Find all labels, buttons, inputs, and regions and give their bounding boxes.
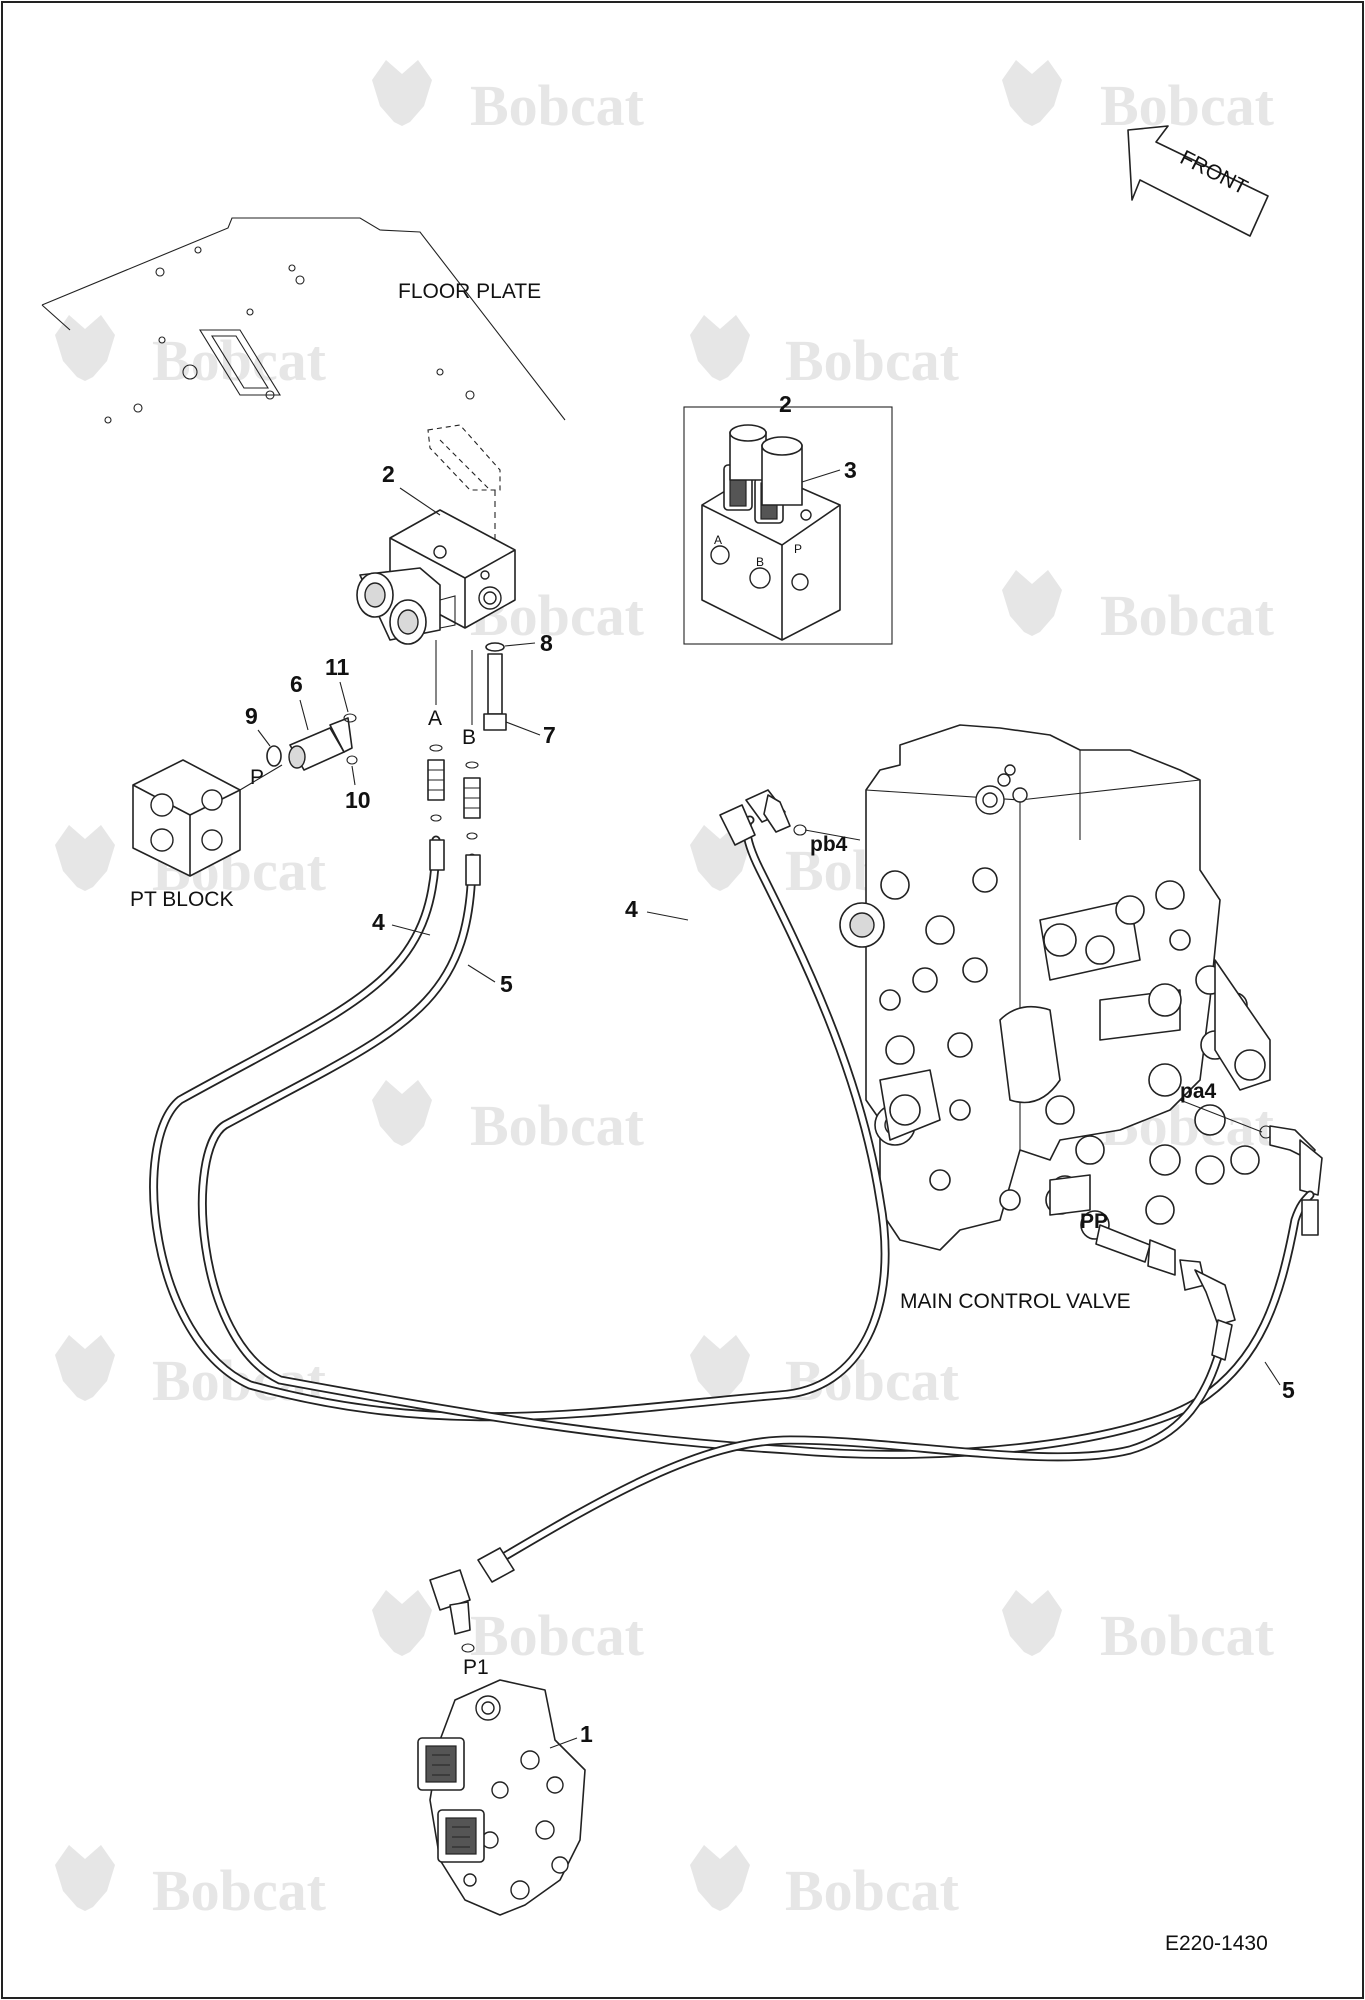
watermark-text: Bobcat	[1100, 583, 1275, 648]
drawing-number: E220-1430	[1165, 1932, 1268, 1955]
port-fittings	[427, 744, 481, 840]
pb4-elbow-fitting	[745, 789, 861, 841]
hose-1-p1	[485, 1325, 1230, 1570]
watermark-text: Bobcat	[785, 328, 960, 393]
solenoid-valve-block	[356, 509, 516, 645]
watermark-text: Bobcat	[1100, 73, 1275, 138]
pt-block: PT BLOCK	[130, 759, 241, 911]
callout-7: 7	[543, 722, 556, 748]
watermark-text: Bobcat	[152, 328, 327, 393]
pa4-elbow-fitting	[1179, 1099, 1323, 1196]
port-p-label: P	[250, 766, 264, 789]
callout-10: 10	[345, 787, 371, 813]
watermark-text: Bobcat	[785, 1348, 960, 1413]
callout-5-left: 5	[500, 971, 513, 997]
pilot-valve	[417, 1679, 586, 1916]
inset-port-a: A	[714, 533, 722, 547]
inset-valve-detail: A B P 2 3	[683, 391, 893, 645]
mounting-bracket	[427, 424, 501, 540]
watermark-text: Bobcat	[1100, 1603, 1275, 1668]
port-p1-label: P1	[463, 1656, 489, 1679]
inset-port-p: P	[794, 542, 802, 556]
port-pp-label: PP	[1080, 1210, 1108, 1233]
main-control-valve: MAIN CONTROL VALVE	[839, 724, 1271, 1313]
port-pa4-label: pa4	[1180, 1080, 1217, 1103]
port-pb4-label: pb4	[810, 833, 848, 856]
callout-6: 6	[290, 671, 303, 697]
watermark-logo-icon	[1002, 60, 1062, 126]
hose-end-fittings	[429, 804, 1319, 1583]
p1-elbow-fitting	[429, 1569, 475, 1653]
callout-11: 11	[325, 654, 350, 680]
watermark-logo-icon	[372, 60, 432, 126]
watermark-logo-icon	[1002, 1590, 1062, 1656]
watermark-logo-icon	[372, 1080, 432, 1146]
hose-4	[149, 815, 890, 1422]
watermark-logo-icon	[55, 1335, 115, 1401]
watermark-text: Bobcat	[470, 1093, 645, 1158]
callout-8: 8	[540, 630, 553, 656]
inset-port-b: B	[756, 555, 764, 569]
callout-5-right: 5	[1282, 1377, 1295, 1403]
hose-5	[197, 853, 1315, 1459]
callout-4-right: 4	[625, 896, 638, 922]
callout-2-inset: 2	[779, 391, 792, 417]
watermark-logo-icon	[1002, 570, 1062, 636]
callout-1: 1	[580, 1721, 593, 1747]
callout-3: 3	[844, 457, 857, 483]
watermark-logo-icon	[690, 1335, 750, 1401]
watermark-text: Bobcat	[470, 1603, 645, 1668]
floor-plate-label: FLOOR PLATE	[398, 280, 541, 303]
callout-9: 9	[245, 703, 258, 729]
watermark-text: Bobcat	[152, 1858, 327, 1923]
main-control-valve-label: MAIN CONTROL VALVE	[900, 1290, 1131, 1313]
watermark-logo-icon	[690, 1845, 750, 1911]
bolt-and-washer	[483, 642, 507, 731]
pp-tee-fitting	[1095, 1224, 1236, 1326]
watermark-text: Bobcat	[785, 1858, 960, 1923]
tee-fitting	[266, 713, 358, 771]
watermark-logo-icon	[372, 1590, 432, 1656]
watermark-text: Bobcat	[470, 73, 645, 138]
port-b-label: B	[462, 726, 476, 749]
watermark-logo-icon	[55, 1845, 115, 1911]
callout-2: 2	[382, 461, 395, 487]
floor-plate: FLOOR PLATE	[41, 217, 566, 424]
watermark-logo-icon	[690, 315, 750, 381]
callout-4-left: 4	[372, 909, 385, 935]
pt-block-label: PT BLOCK	[130, 888, 233, 911]
watermark-logo-icon	[55, 825, 115, 891]
port-a-label: A	[428, 707, 442, 730]
front-direction-arrow: FRONT	[1127, 125, 1269, 237]
